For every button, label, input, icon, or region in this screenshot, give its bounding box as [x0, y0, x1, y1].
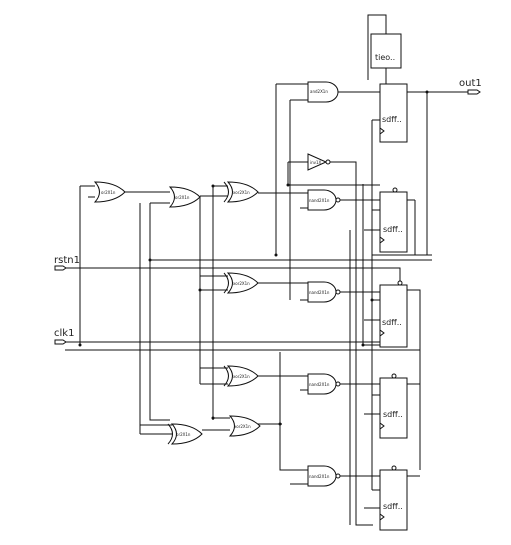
svg-text:nand2X1n: nand2X1n — [309, 198, 330, 203]
inverter-icon — [307, 153, 328, 171]
xor-gate-a[interactable]: xor2X1n — [223, 181, 259, 203]
svg-text:nand2X1n: nand2X1n — [309, 290, 330, 295]
svg-text:or2X1n: or2X1n — [176, 432, 191, 437]
xor-gate-icon — [226, 365, 259, 387]
flipflop-4-label: sdff.. — [383, 410, 403, 419]
clock-pin-icon — [379, 513, 385, 521]
nand-gate-3[interactable]: nand2X1n — [307, 373, 341, 395]
or-gate-icon — [168, 186, 201, 208]
port-clk-arrow-icon — [54, 339, 67, 345]
port-rstn-arrow-icon — [54, 265, 67, 271]
tie-cell[interactable]: tieo.. — [370, 33, 402, 69]
port-clk[interactable]: clk1 — [54, 328, 74, 345]
xor-gate-c[interactable]: xor2X1n — [223, 365, 259, 387]
clock-pin-icon — [379, 329, 385, 337]
or-gate-c[interactable]: or2X1n — [167, 423, 203, 445]
xor-gate-icon — [228, 415, 261, 437]
port-clk-label: clk1 — [54, 328, 74, 339]
port-rstn-label: rstn1 — [54, 255, 80, 266]
flipflop-1-label: sdff.. — [382, 115, 402, 124]
or-gate-icon — [93, 181, 126, 203]
xor-gate-icon — [226, 181, 259, 203]
svg-text:inv1X: inv1X — [310, 160, 322, 165]
flipflop-1[interactable]: sdff.. — [379, 83, 408, 143]
or-gate-icon — [170, 423, 203, 445]
nand-gate-1[interactable]: nand2X1n — [307, 189, 341, 211]
flipflop-4[interactable]: sdff.. — [379, 373, 408, 439]
port-out-arrow-icon — [467, 89, 481, 95]
nand-gate-4[interactable]: nand2X1n — [307, 465, 341, 487]
junction-dots — [78, 90, 429, 426]
svg-text:xor2X1n: xor2X1n — [234, 424, 251, 429]
port-out-label: out1 — [459, 78, 482, 89]
nand-gate-2[interactable]: nand2X1n — [307, 281, 341, 303]
port-rstn[interactable]: rstn1 — [54, 255, 80, 271]
and-gate-icon — [307, 81, 339, 103]
xor-gate-b[interactable]: xor2X1n — [223, 272, 259, 294]
wires — [65, 14, 468, 526]
flipflop-5[interactable]: sdff.. — [379, 465, 408, 531]
tie-cell-label: tieo.. — [375, 53, 395, 62]
svg-text:or2X1n: or2X1n — [175, 195, 190, 200]
svg-text:nand2X1n: nand2X1n — [309, 474, 330, 479]
svg-text:or2X1n: or2X1n — [101, 190, 116, 195]
svg-text:xor2X1n: xor2X1n — [233, 190, 250, 195]
svg-text:nand2X1n: nand2X1n — [309, 382, 330, 387]
xor-gate-d[interactable]: xor2X1n — [228, 415, 261, 437]
flipflop-3[interactable]: sdff.. — [379, 280, 408, 348]
clock-pin-icon — [379, 127, 385, 135]
inverter[interactable]: inv1X — [307, 153, 331, 171]
clock-pin-icon — [379, 422, 385, 430]
or-gate-a[interactable]: or2X1n — [93, 181, 126, 203]
svg-text:xor2X1n: xor2X1n — [233, 281, 250, 286]
xor-gate-icon — [226, 272, 259, 294]
flipflop-3-label: sdff.. — [382, 318, 402, 327]
svg-text:xor2X1n: xor2X1n — [233, 374, 250, 379]
svg-text:and2X1n: and2X1n — [310, 89, 328, 94]
flipflop-5-label: sdff.. — [383, 502, 403, 511]
and-gate-top[interactable]: and2X1n — [307, 81, 339, 103]
port-out[interactable]: out1 — [459, 78, 482, 95]
flipflop-2[interactable]: sdff.. — [379, 187, 408, 253]
or-gate-b[interactable]: or2X1n — [168, 186, 201, 208]
clock-pin-icon — [379, 236, 385, 244]
flipflop-2-label: sdff.. — [383, 225, 403, 234]
